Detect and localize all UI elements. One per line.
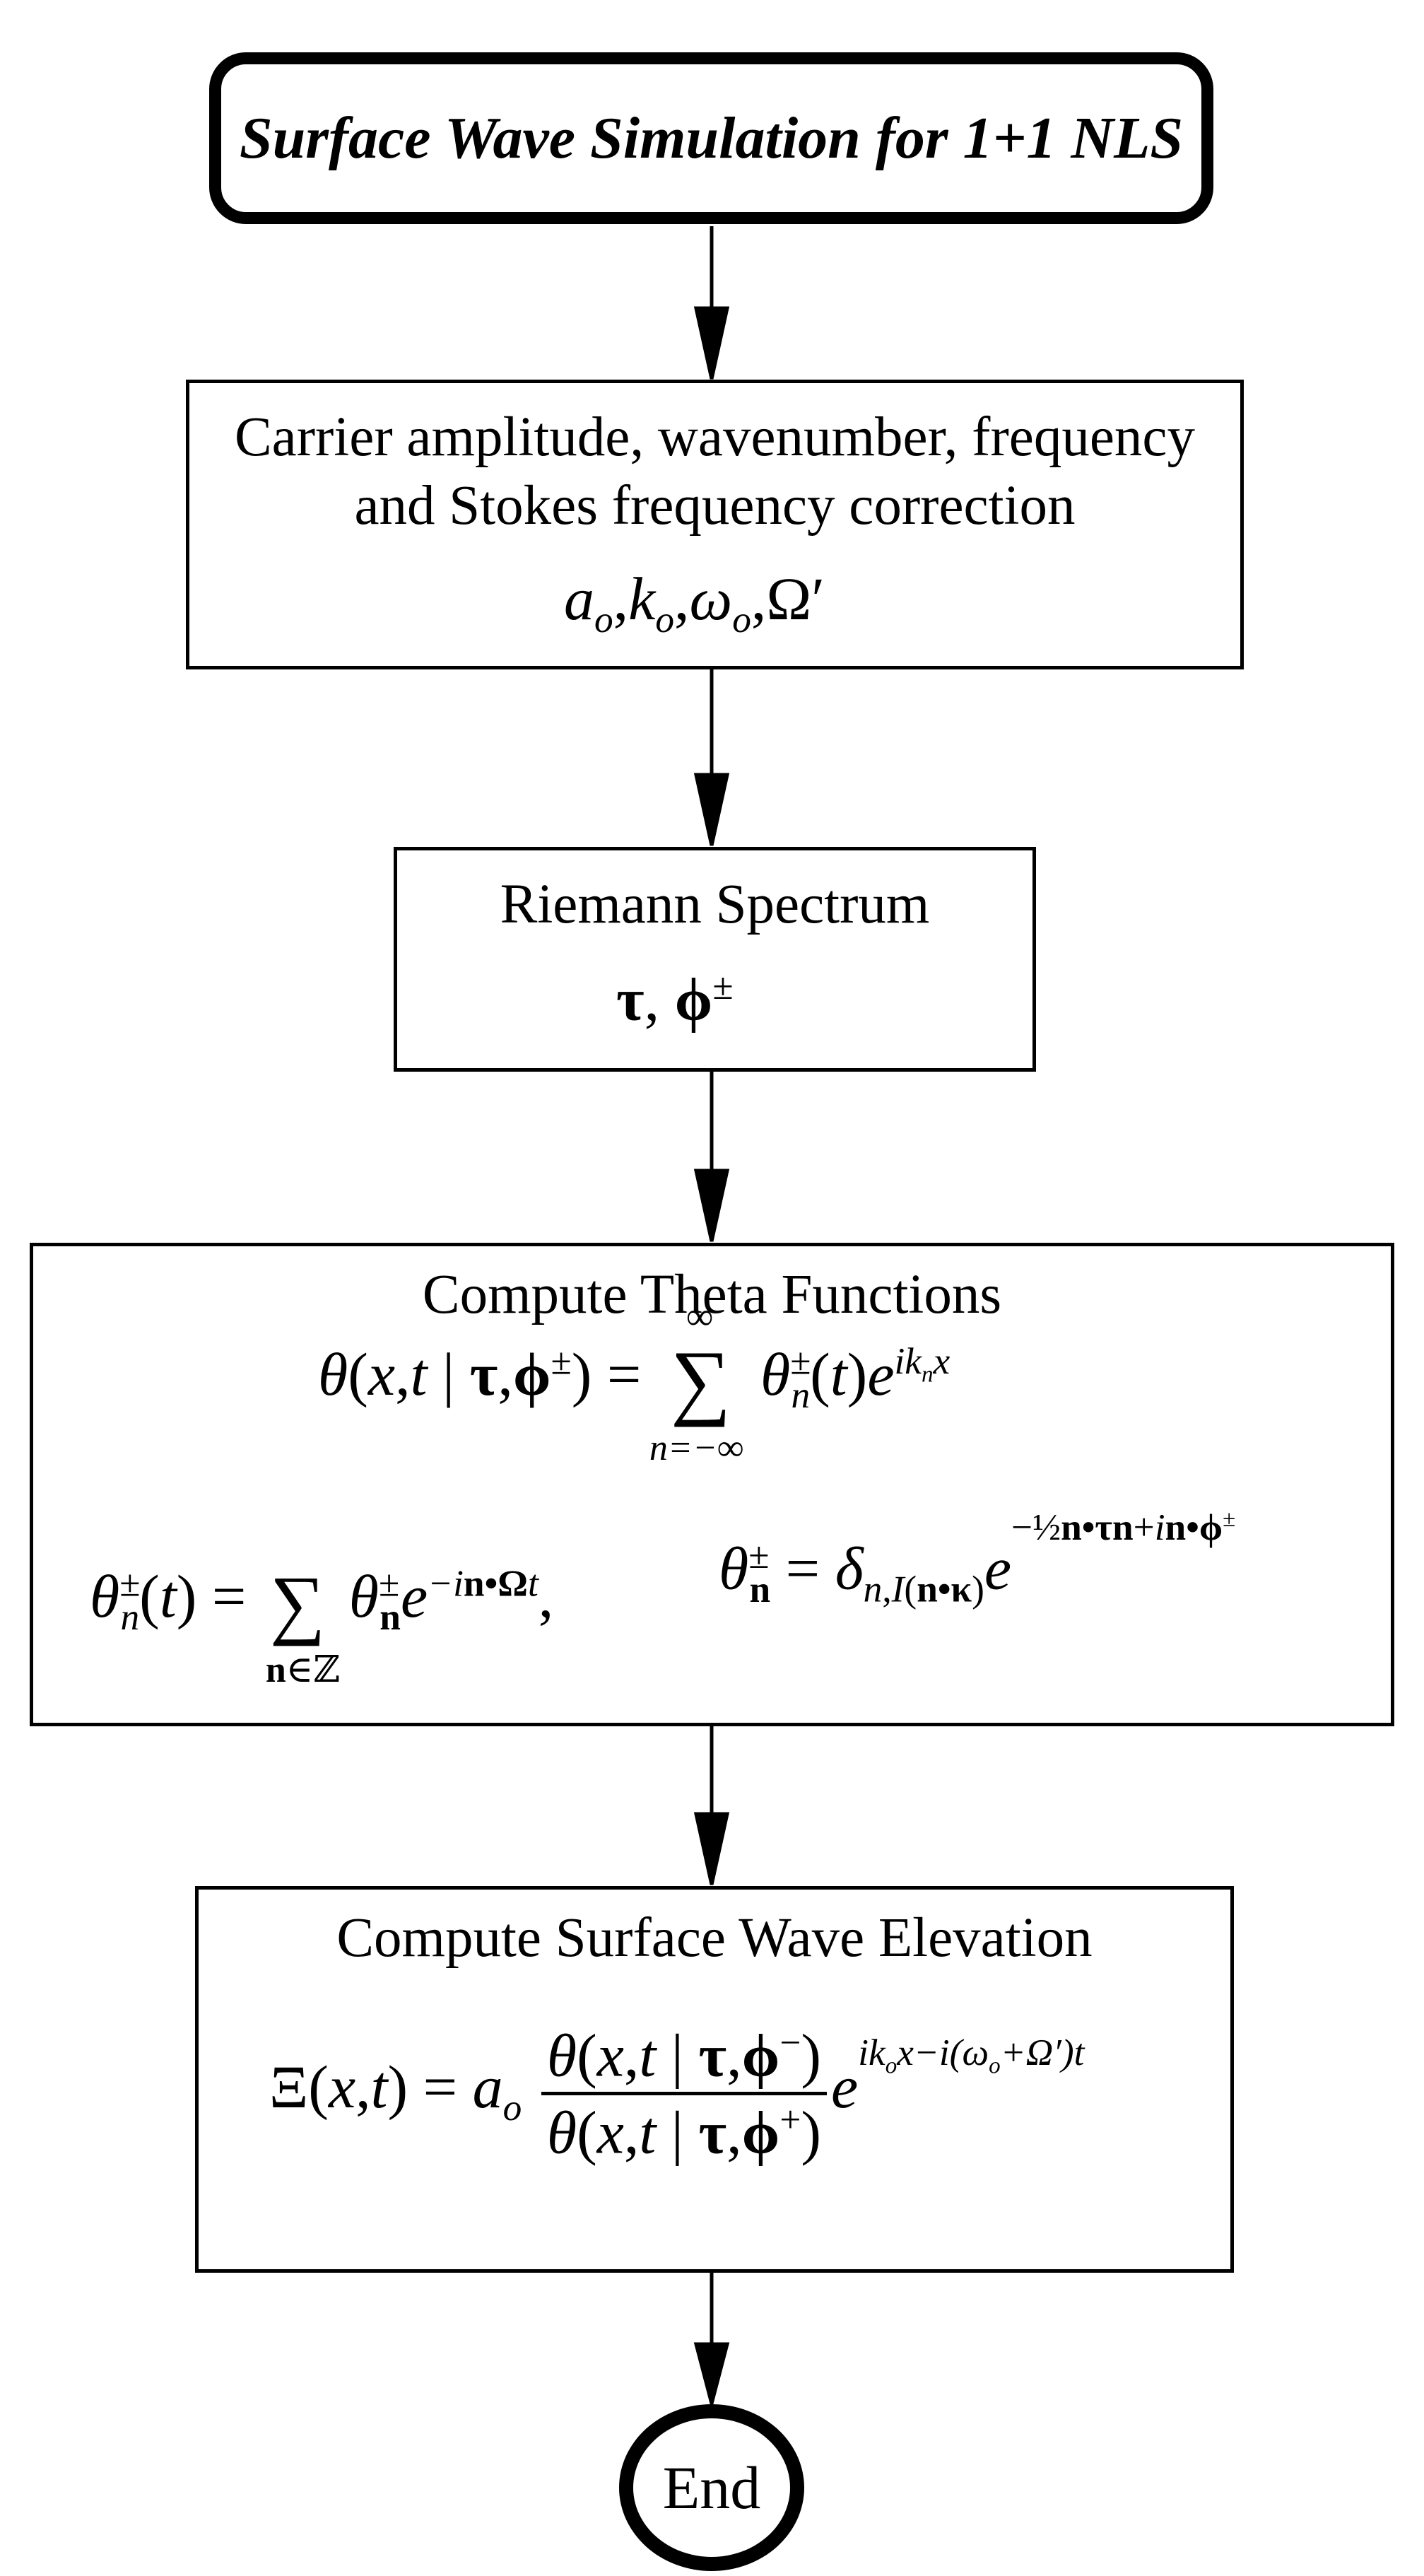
step3-title: Compute Theta Functions xyxy=(422,1264,1002,1325)
end-label: End xyxy=(662,2454,761,2522)
end-node: End xyxy=(619,2404,804,2571)
start-label: Surface Wave Simulation for 1+1 NLS xyxy=(239,105,1184,171)
step3-formula2: θ±n(t) = ∑n∈ℤ θ±ne−in•Ωt, xyxy=(90,1560,554,1690)
step1-box: Carrier amplitude, wavenumber, frequency… xyxy=(186,380,1244,669)
step2-formula: τ, ϕ± xyxy=(616,965,734,1034)
step3-formula1: θ(x,t | τ,ϕ±) = ∑∞n=−∞ θ±n(t)eiknx xyxy=(318,1295,951,1468)
step3-formula3: θ±n = δn,I(n•κ)e−½n•τn+in•ϕ± xyxy=(719,1505,1236,1610)
step1-formula: ao,ko,ωo,Ω′ xyxy=(564,565,825,641)
step4-title: Compute Surface Wave Elevation xyxy=(336,1907,1093,1969)
start-box: Surface Wave Simulation for 1+1 NLS xyxy=(209,52,1213,224)
step3-box: Compute Theta Functions θ(x,t | τ,ϕ±) = … xyxy=(30,1243,1394,1726)
step1-line2: and Stokes frequency correction xyxy=(354,475,1076,537)
step4-formula: Ξ(x,t) = ao θ(x,t | τ,ϕ−) θ(x,t | τ,ϕ+) … xyxy=(269,2021,1085,2167)
step2-title: Riemann Spectrum xyxy=(500,874,930,935)
step1-line1: Carrier amplitude, wavenumber, frequency xyxy=(234,406,1195,468)
step2-box: Riemann Spectrum τ, ϕ± xyxy=(394,847,1036,1072)
step4-box: Compute Surface Wave Elevation Ξ(x,t) = … xyxy=(195,1886,1234,2273)
